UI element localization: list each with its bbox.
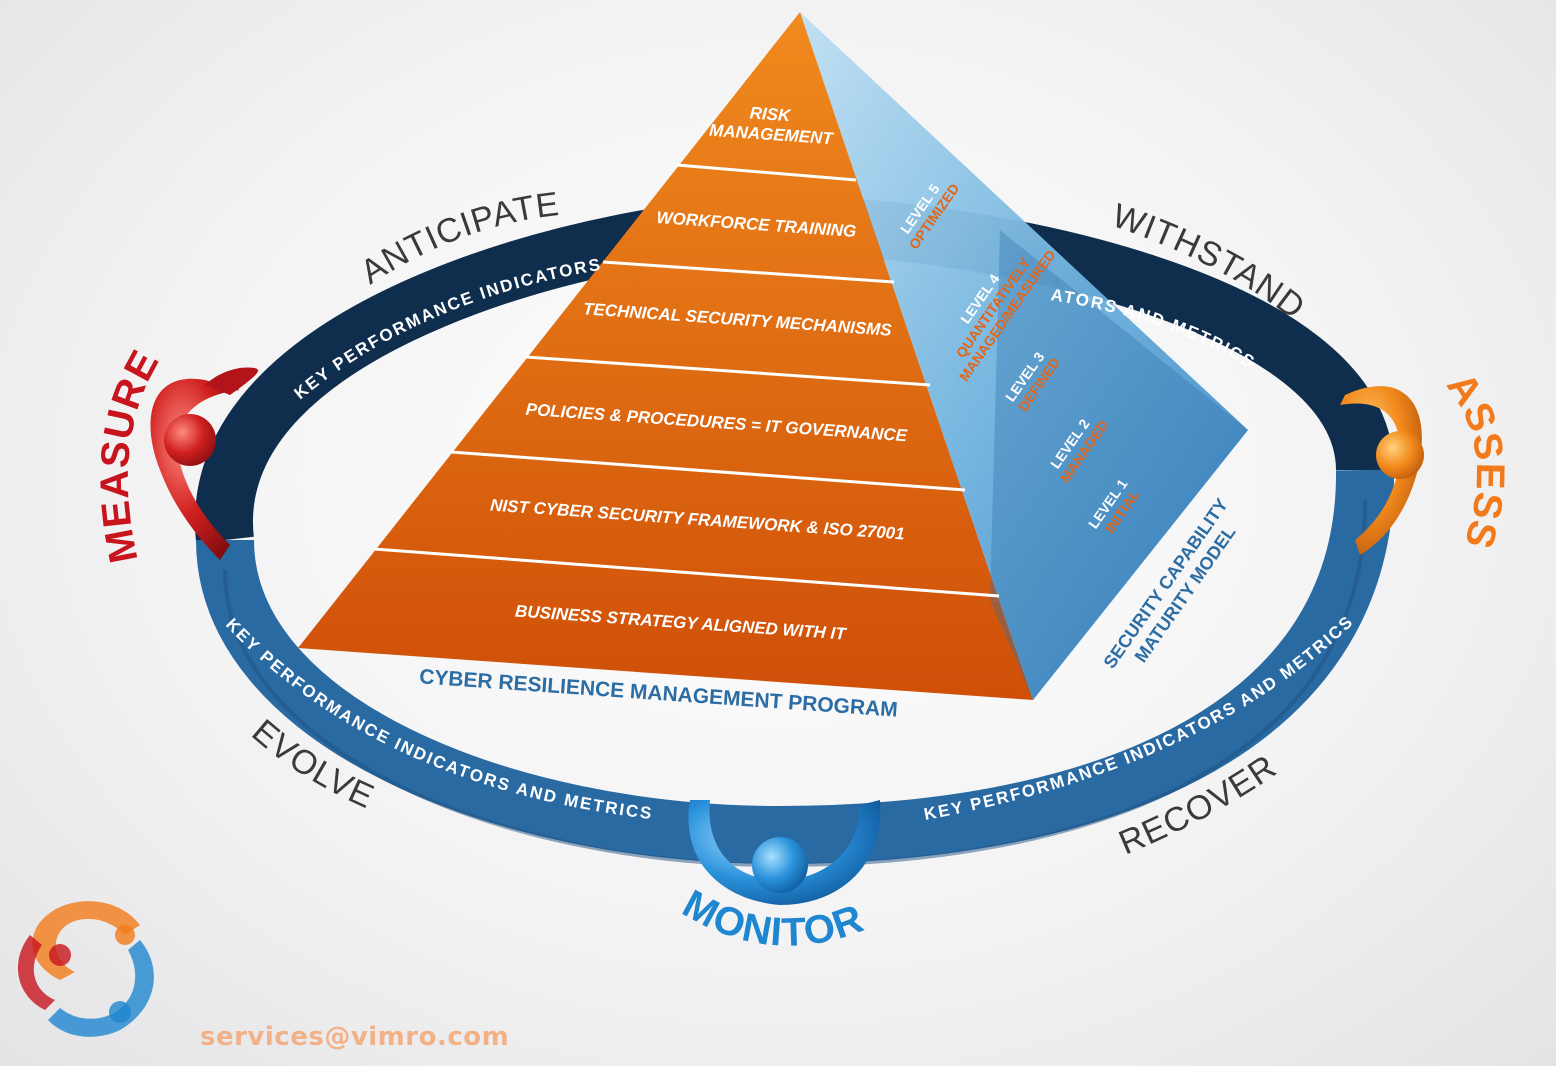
pyramid-layer-dividers <box>373 163 1000 598</box>
pyramid-front-face <box>298 12 1033 700</box>
assess-label: ASSESS <box>1438 365 1512 554</box>
pyramid-side-shade <box>990 230 1248 700</box>
pyramid <box>298 12 1248 700</box>
contact-email[interactable]: services@vimro.com <box>200 1022 510 1052</box>
logo-icon <box>17 901 154 1037</box>
pyramid-side-face <box>800 12 1248 700</box>
